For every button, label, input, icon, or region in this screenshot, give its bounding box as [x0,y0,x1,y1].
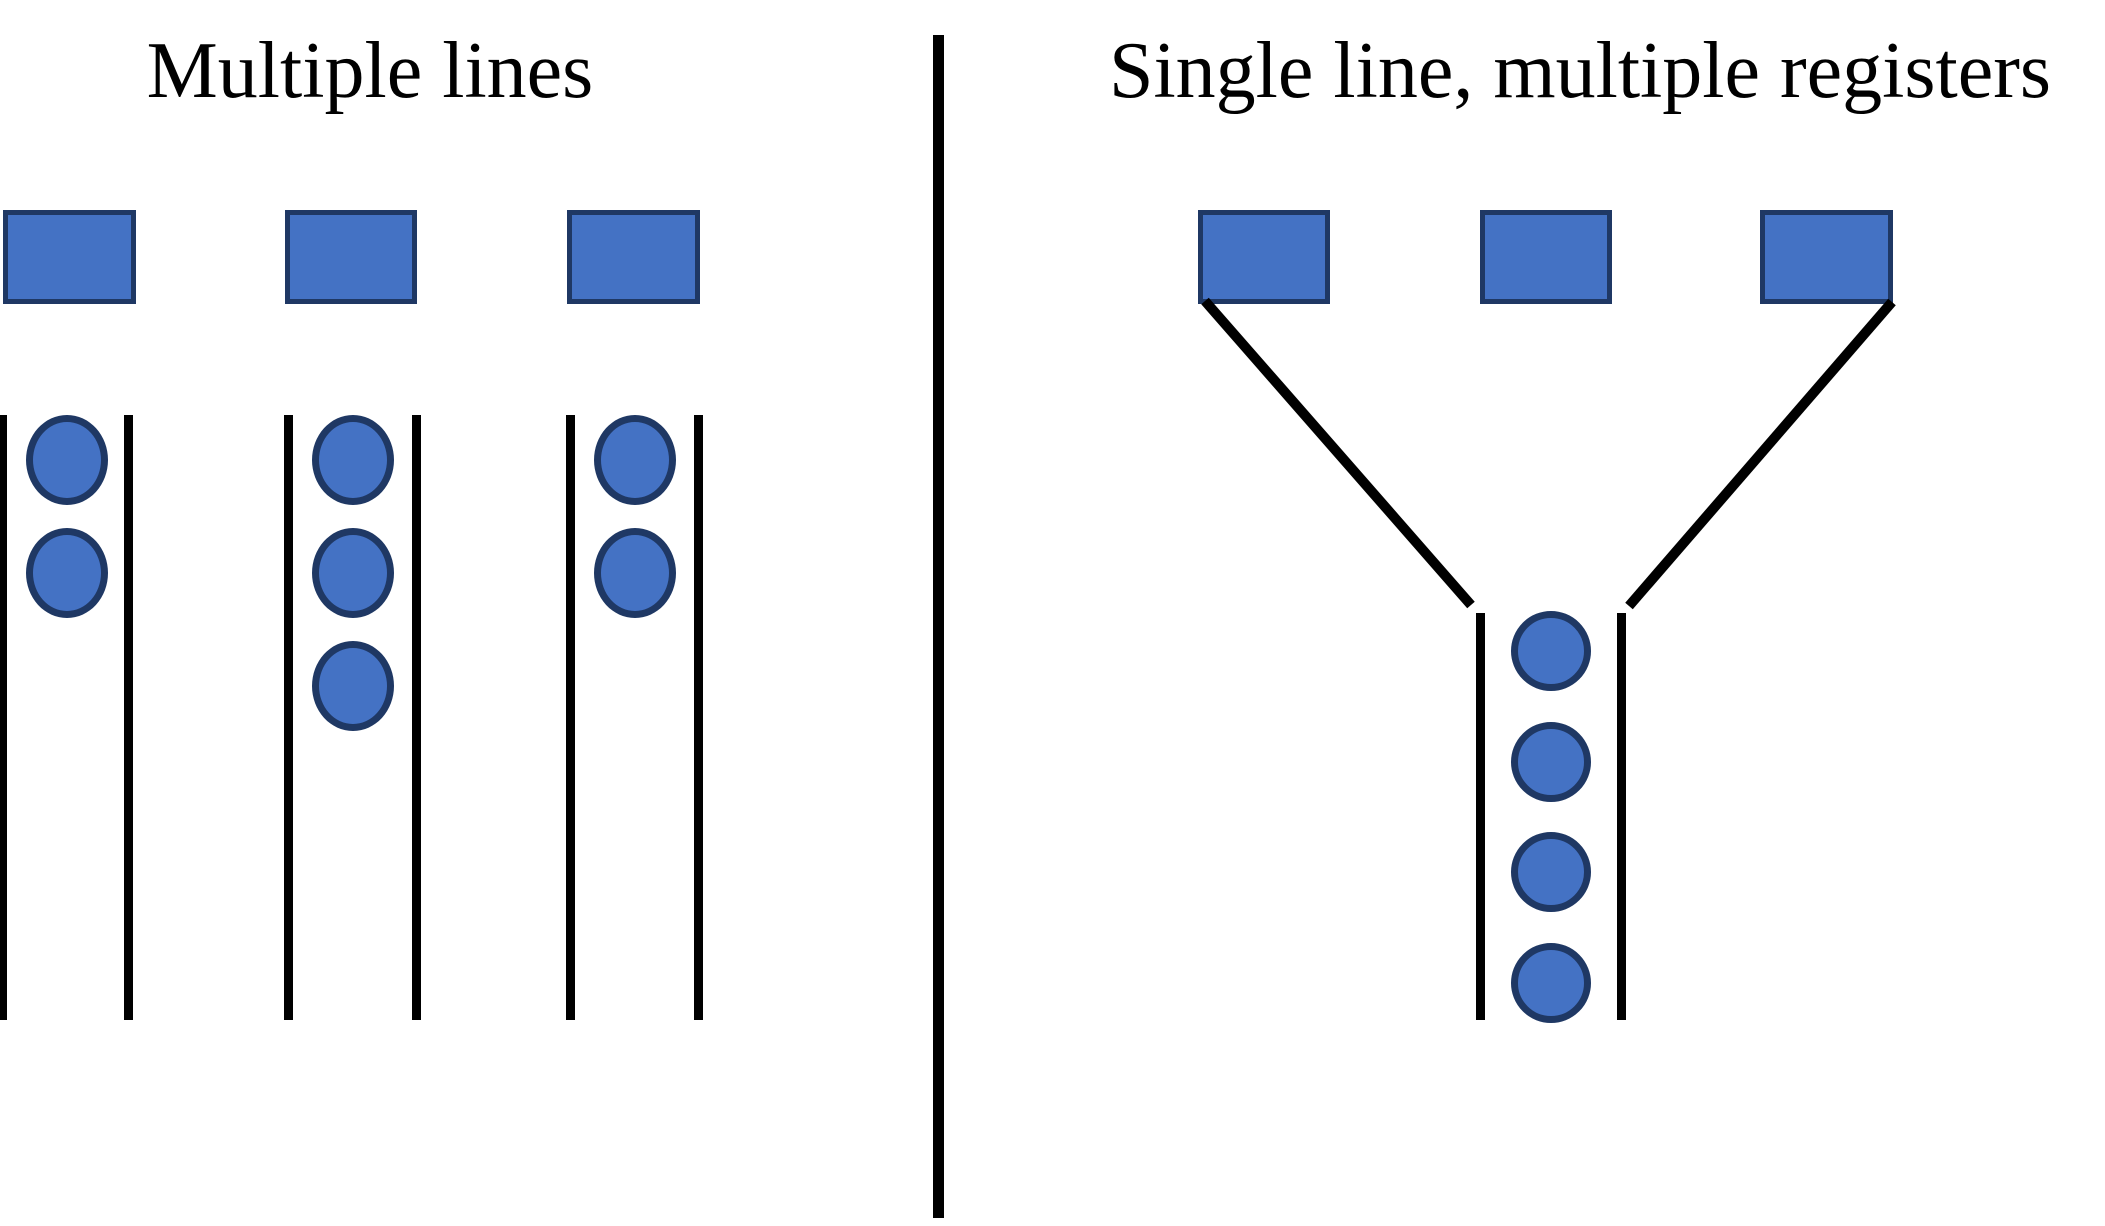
queue-2-lane [293,415,412,1020]
queue-3-lane [575,415,694,1020]
person-dot [1511,942,1591,1023]
register-left-1 [3,210,136,304]
person-dot [1511,832,1591,912]
queue-1-right-barrier [124,415,133,1020]
person-dot [311,528,394,618]
person-dot [311,641,394,731]
person-dot [311,415,394,505]
right-panel-title: Single line, multiple registers [1108,27,2052,115]
queue-3-left-barrier [566,415,575,1020]
register-left-3 [567,210,700,304]
queue-3-right-barrier [694,415,703,1020]
funnel-left-diagonal-line [1201,297,1475,609]
panel-divider-line [933,35,944,1218]
queue-1-left-barrier [0,415,7,1020]
queue-1-lane [9,415,124,1020]
shared-queue-right-barrier [1617,613,1626,1020]
person-dot [593,415,676,505]
person-dot [593,528,676,618]
person-dot [1511,611,1591,691]
register-left-2 [285,210,417,304]
person-dot [1511,721,1591,802]
queue-2-left-barrier [284,415,293,1020]
register-right-1 [1198,210,1330,304]
funnel-right-diagonal-line [1625,298,1896,610]
shared-queue-lane [1485,611,1617,1023]
shared-queue-left-barrier [1476,613,1485,1020]
left-panel-title: Multiple lines [146,27,594,115]
register-right-2 [1480,210,1612,304]
register-right-3 [1760,210,1893,304]
person-dot [25,528,108,618]
queue-2-right-barrier [412,415,421,1020]
person-dot [25,415,108,505]
